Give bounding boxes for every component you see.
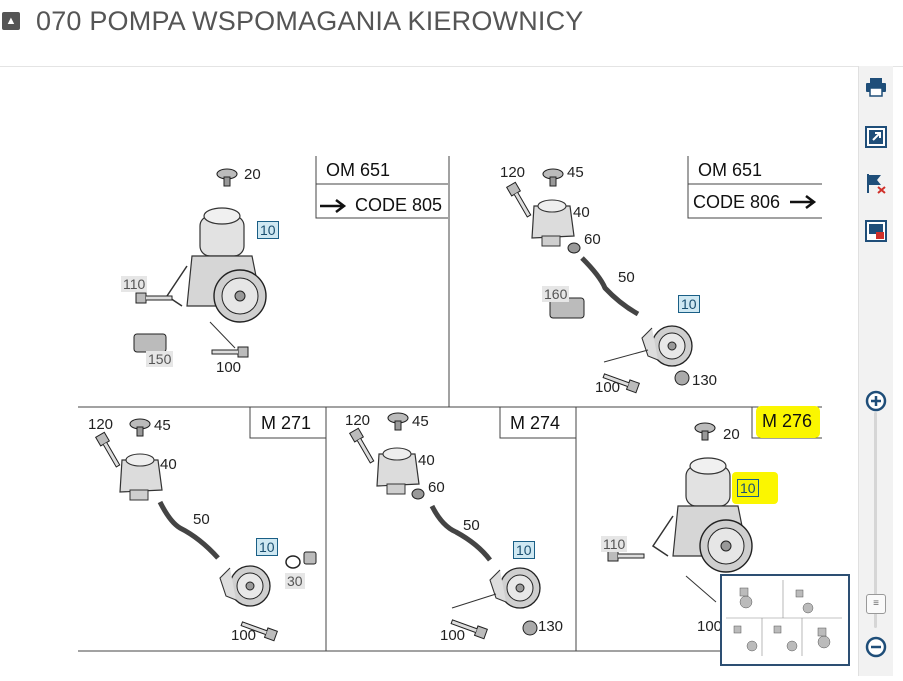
code-label: CODE 806 xyxy=(693,192,780,212)
parts-diagram-svg: OM 651 CODE 805 20 100 OM 651 CODE 806 xyxy=(78,156,822,652)
part-callout-160[interactable]: 160 xyxy=(542,286,570,302)
svg-text:130: 130 xyxy=(538,618,563,635)
zoom-slider-handle[interactable]: ≡ xyxy=(866,594,886,614)
svg-text:40: 40 xyxy=(573,204,590,221)
part-callout-10[interactable]: 10 xyxy=(256,538,278,556)
zoom-in-icon[interactable] xyxy=(865,390,887,412)
diagram-minimap[interactable] xyxy=(720,574,850,666)
svg-text:40: 40 xyxy=(160,456,177,473)
part-callout-30[interactable]: 30 xyxy=(285,573,305,589)
svg-text:100: 100 xyxy=(231,627,256,644)
svg-text:100: 100 xyxy=(440,627,465,644)
minimap-preview xyxy=(722,576,844,660)
chevron-up-icon[interactable]: ▲ xyxy=(2,12,20,30)
code-label: CODE 805 xyxy=(355,195,442,215)
panel-m271: M 271 120 45 40 50 100 xyxy=(88,413,317,644)
svg-text:130: 130 xyxy=(692,372,717,389)
panel-om651-code806: OM 651 CODE 806 120 45 40 60 50 100 130 xyxy=(500,160,817,396)
svg-text:100: 100 xyxy=(697,618,722,635)
print-icon[interactable] xyxy=(863,74,889,100)
part-callout-10[interactable]: 10 xyxy=(678,295,700,313)
diagram-toolbar: ≡ xyxy=(858,66,893,676)
panel-m276: M 276 20 100 xyxy=(607,406,820,635)
panel-m274: M 274 120 45 40 60 50 100 130 xyxy=(345,412,563,644)
engine-label: OM 651 xyxy=(698,160,762,180)
svg-text:50: 50 xyxy=(193,511,210,528)
fit-window-icon[interactable] xyxy=(863,218,889,244)
part-callout-10-selected[interactable]: 10 xyxy=(737,479,759,497)
panel-om651-code805: OM 651 CODE 805 20 100 xyxy=(133,160,442,376)
svg-text:60: 60 xyxy=(428,479,445,496)
svg-text:40: 40 xyxy=(418,452,435,469)
svg-text:20: 20 xyxy=(723,426,740,443)
engine-label: OM 651 xyxy=(326,160,390,180)
clear-flags-icon[interactable] xyxy=(863,170,889,196)
engine-label: M 276 xyxy=(762,411,812,431)
part-callout-10[interactable]: 10 xyxy=(513,541,535,559)
arrow-right-icon xyxy=(320,199,347,213)
part-callout-10[interactable]: 10 xyxy=(257,221,279,239)
zoom-out-icon[interactable] xyxy=(865,636,887,658)
svg-text:45: 45 xyxy=(412,413,429,430)
svg-text:50: 50 xyxy=(463,517,480,534)
part-callout-150[interactable]: 150 xyxy=(146,351,174,367)
engine-label: M 274 xyxy=(510,413,560,433)
engine-label: M 271 xyxy=(261,413,311,433)
zoom-slider-track[interactable] xyxy=(874,412,877,628)
svg-text:120: 120 xyxy=(88,416,113,433)
svg-text:45: 45 xyxy=(154,417,171,434)
svg-text:120: 120 xyxy=(345,412,370,429)
svg-text:100: 100 xyxy=(595,379,620,396)
svg-text:60: 60 xyxy=(584,231,601,248)
part-callout-110[interactable]: 110 xyxy=(601,536,628,552)
highlight-marker xyxy=(756,406,820,438)
diagram-grid xyxy=(78,156,822,652)
page-header: ▲ 070 POMPA WSPOMAGANIA KIEROWNICY xyxy=(0,0,903,67)
open-external-icon[interactable] xyxy=(863,124,889,150)
svg-text:100: 100 xyxy=(216,359,241,376)
svg-text:50: 50 xyxy=(618,269,635,286)
svg-text:45: 45 xyxy=(567,164,584,181)
arrow-right-icon xyxy=(790,195,817,209)
svg-text:120: 120 xyxy=(500,164,525,181)
parts-diagram[interactable]: OM 651 CODE 805 20 100 OM 651 CODE 806 xyxy=(0,66,856,676)
part-callout-110[interactable]: 110 xyxy=(121,276,148,292)
page-title: 070 POMPA WSPOMAGANIA KIEROWNICY xyxy=(36,6,584,36)
svg-text:20: 20 xyxy=(244,166,261,183)
